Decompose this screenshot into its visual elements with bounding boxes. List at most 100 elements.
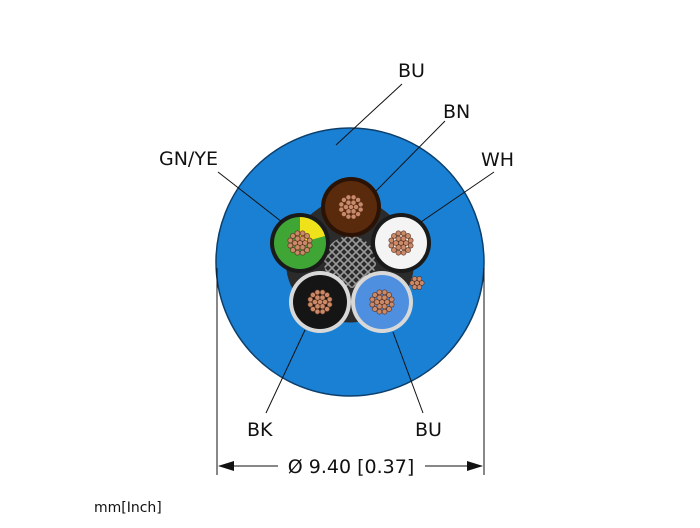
copper-strand	[299, 230, 306, 237]
copper-strand	[292, 240, 298, 246]
copper-strand	[395, 249, 402, 256]
copper-strand	[381, 294, 388, 301]
braid-center	[324, 236, 376, 288]
copper-strand	[357, 206, 364, 213]
leader-jacket	[335, 83, 403, 146]
copper-strand	[384, 299, 390, 305]
copper-strand	[306, 237, 313, 244]
copper-strand	[386, 292, 392, 298]
copper-strand	[376, 289, 383, 296]
copper-strand	[299, 249, 306, 256]
copper-strand	[357, 201, 364, 208]
copper-strand	[400, 235, 407, 242]
units-note: mm[Inch]	[94, 500, 162, 516]
core-blue	[351, 271, 413, 333]
copper-strand	[341, 211, 347, 217]
leader-ground	[217, 171, 283, 223]
copper-strand	[307, 301, 314, 308]
copper-strand	[319, 289, 326, 296]
leader-brown	[375, 120, 446, 192]
copper-strand	[416, 284, 423, 290]
copper-strand	[376, 308, 383, 315]
copper-strand	[376, 294, 383, 301]
copper-strand	[355, 211, 361, 217]
copper-strand	[355, 197, 361, 203]
copper-strand	[353, 204, 359, 210]
drain-wire-bundle	[409, 276, 425, 290]
copper-strand	[381, 289, 388, 296]
copper-strand	[407, 242, 414, 249]
copper-strand	[314, 294, 321, 301]
copper-strand	[299, 244, 306, 251]
copper-strand	[381, 303, 388, 310]
copper-strand	[350, 194, 357, 201]
copper-strand	[403, 240, 409, 246]
copper-strand	[319, 308, 326, 315]
copper-strand	[319, 303, 326, 310]
copper-strand	[294, 249, 301, 256]
copper-strand	[400, 230, 407, 237]
copper-strand	[388, 242, 395, 249]
copper-strand	[304, 247, 310, 253]
core-green-yellow	[270, 213, 330, 273]
core-white	[371, 213, 431, 273]
copper-strand	[400, 249, 407, 256]
copper-strand	[374, 299, 380, 305]
copper-strand	[341, 197, 347, 203]
copper-strand	[400, 244, 407, 251]
copper-strand	[388, 237, 395, 244]
dimension-arrow-right	[467, 461, 483, 471]
copper-strand	[294, 230, 301, 237]
dimension-arrow-left	[218, 461, 234, 471]
copper-strand	[345, 213, 352, 220]
label-white: WH	[481, 149, 514, 171]
copper-strand	[416, 276, 423, 282]
copper-strand	[395, 235, 402, 242]
copper-strand	[345, 194, 352, 201]
copper-strand	[388, 296, 395, 303]
copper-strand	[324, 306, 330, 312]
leader-blue	[392, 331, 424, 414]
copper-strand	[391, 247, 397, 253]
copper-strand	[419, 280, 425, 286]
copper-strand	[350, 213, 357, 220]
copper-strand	[302, 240, 308, 246]
dimension-diameter: Ø 9.40 [0.37]	[288, 456, 414, 478]
copper-strand	[338, 206, 345, 213]
core-brown	[321, 177, 381, 237]
leader-black	[265, 329, 306, 414]
copper-strand	[405, 233, 411, 239]
copper-strand	[350, 208, 357, 215]
copper-strand	[411, 276, 418, 282]
label-jacket: BU	[398, 60, 425, 82]
copper-strand	[409, 280, 415, 286]
copper-strand	[326, 301, 333, 308]
copper-strand	[290, 247, 296, 253]
copper-strand	[306, 242, 313, 249]
copper-strand	[290, 233, 296, 239]
copper-strand	[304, 233, 310, 239]
copper-strand	[391, 233, 397, 239]
copper-strand	[369, 301, 376, 308]
copper-strand	[381, 308, 388, 315]
copper-strand	[388, 301, 395, 308]
copper-strand	[393, 240, 399, 246]
copper-strand	[294, 235, 301, 242]
copper-strand	[310, 292, 316, 298]
label-brown: BN	[443, 101, 470, 123]
copper-strand	[372, 292, 378, 298]
copper-strand	[411, 284, 418, 290]
copper-strand	[343, 204, 349, 210]
copper-strand	[395, 230, 402, 237]
copper-strand	[326, 296, 333, 303]
copper-strand	[345, 199, 352, 206]
copper-strand	[386, 306, 392, 312]
copper-strand	[314, 289, 321, 296]
copper-strand	[310, 306, 316, 312]
copper-strand	[322, 299, 328, 305]
label-ground: GN/YE	[159, 148, 218, 170]
label-black: BK	[247, 419, 273, 441]
leader-white	[420, 171, 495, 223]
copper-strand	[312, 299, 318, 305]
